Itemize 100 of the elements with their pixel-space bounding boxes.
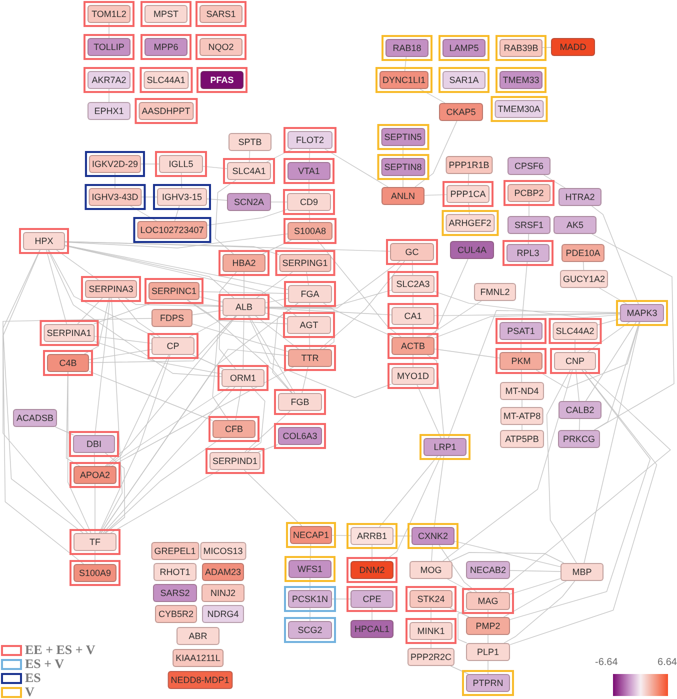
interaction-line [111,366,294,466]
interaction-line [528,202,530,216]
interaction-line [542,47,552,48]
legend-label: ES [25,672,41,684]
interaction-line [94,452,96,466]
interaction-line [247,386,266,452]
gene-node: EPHX1 [88,102,130,120]
gene-node: C4B [47,354,89,372]
interaction-line [498,370,671,592]
gene-node: PPP2R2C [407,648,455,666]
interaction-line [84,298,110,354]
interaction-line [416,384,442,438]
interaction-line [98,354,170,534]
gene-node: SCN2A [227,193,271,211]
gene-node: SEPTIN5 [381,128,425,146]
interaction-line [308,302,310,316]
interaction-line [67,372,92,534]
scale-label: 6.64 [658,657,677,669]
gene-node: FLOT2 [288,131,332,149]
gene-node: RAB18 [386,39,428,57]
legend-label: ES + V [25,658,64,670]
interaction-line [88,349,152,360]
interaction-line [108,386,230,466]
interaction-line [594,322,640,430]
interaction-line [64,234,288,248]
interaction-line [108,22,110,38]
interaction-line [104,438,222,534]
gene-node: APOA2 [74,466,116,484]
gene-node: AGT [287,316,331,334]
interaction-line [180,172,182,188]
gene-node: GREPEL1 [151,542,199,560]
interaction-line [596,318,620,326]
interaction-line [64,244,288,290]
interaction-line [110,470,220,534]
interaction-line [431,544,433,562]
gene-node: VTA1 [288,162,330,180]
interaction-line [574,340,576,352]
interaction-line [244,470,302,526]
interaction-line [199,291,288,294]
interaction-line [520,340,522,352]
interaction-line [189,316,228,338]
gene-node: LOC102723407 [137,221,207,239]
interaction-line [584,322,640,564]
interaction-line [510,578,561,595]
interaction-line [244,410,290,452]
gene-node: SERPINA1 [44,324,94,342]
interaction-line [428,258,468,338]
interaction-line [262,240,292,254]
interaction-line [94,484,96,534]
gene-node: ADAM23 [202,563,244,581]
interaction-line [468,174,470,186]
gene-node: ARRB1 [350,527,394,545]
gene-node: ACTB [392,337,434,355]
gene-node: FDPS [152,309,192,327]
gene-node: ACADSB [13,409,57,427]
interaction-line [450,666,469,674]
gene-node: SPTB [228,133,272,151]
interaction-line [379,456,438,528]
gene-node: AK5 [554,216,596,234]
interaction-line [424,194,447,196]
gene-node: MT-ATP8 [500,407,544,425]
gene-node: MOG [410,561,452,579]
interaction-line [412,354,414,368]
interaction-line [174,206,180,222]
interaction-line [450,608,470,618]
gene-node: ARHGEF2 [446,214,494,232]
interaction-line [265,312,288,320]
interaction-line [77,298,103,324]
gene-node: CA1 [392,307,434,325]
interaction-line [255,316,299,350]
interaction-line [447,578,472,592]
gene-node: FGB [278,393,322,411]
gene-node: LRP1 [424,438,466,456]
interaction-line [426,300,482,338]
interaction-line [265,298,288,304]
interaction-line [48,250,222,377]
gene-node: SARS2 [153,584,197,602]
interaction-line [434,312,620,316]
interaction-line [248,316,392,398]
interaction-line [235,386,242,420]
interaction-line [256,272,293,298]
gene-node: TOLLIP [88,38,130,56]
gene-node: SERPINC1 [148,282,200,300]
interaction-line [578,418,580,430]
interaction-line [434,348,500,358]
gene-node: NECAB2 [466,561,510,579]
gene-node: NECAP1 [290,526,332,544]
interaction-line [412,324,414,338]
interaction-line [510,570,561,572]
interaction-line [48,250,156,338]
gene-node: SCG2 [288,621,332,639]
interaction-line [105,316,237,466]
interaction-line [206,209,288,226]
legend-label: EE + ES + V [25,644,96,656]
interaction-line [412,292,414,308]
interaction-line [214,180,236,254]
gene-node: ABR [176,627,220,645]
interaction-line [528,234,530,244]
interaction-line [384,456,442,562]
gene-node: GC [390,243,434,261]
